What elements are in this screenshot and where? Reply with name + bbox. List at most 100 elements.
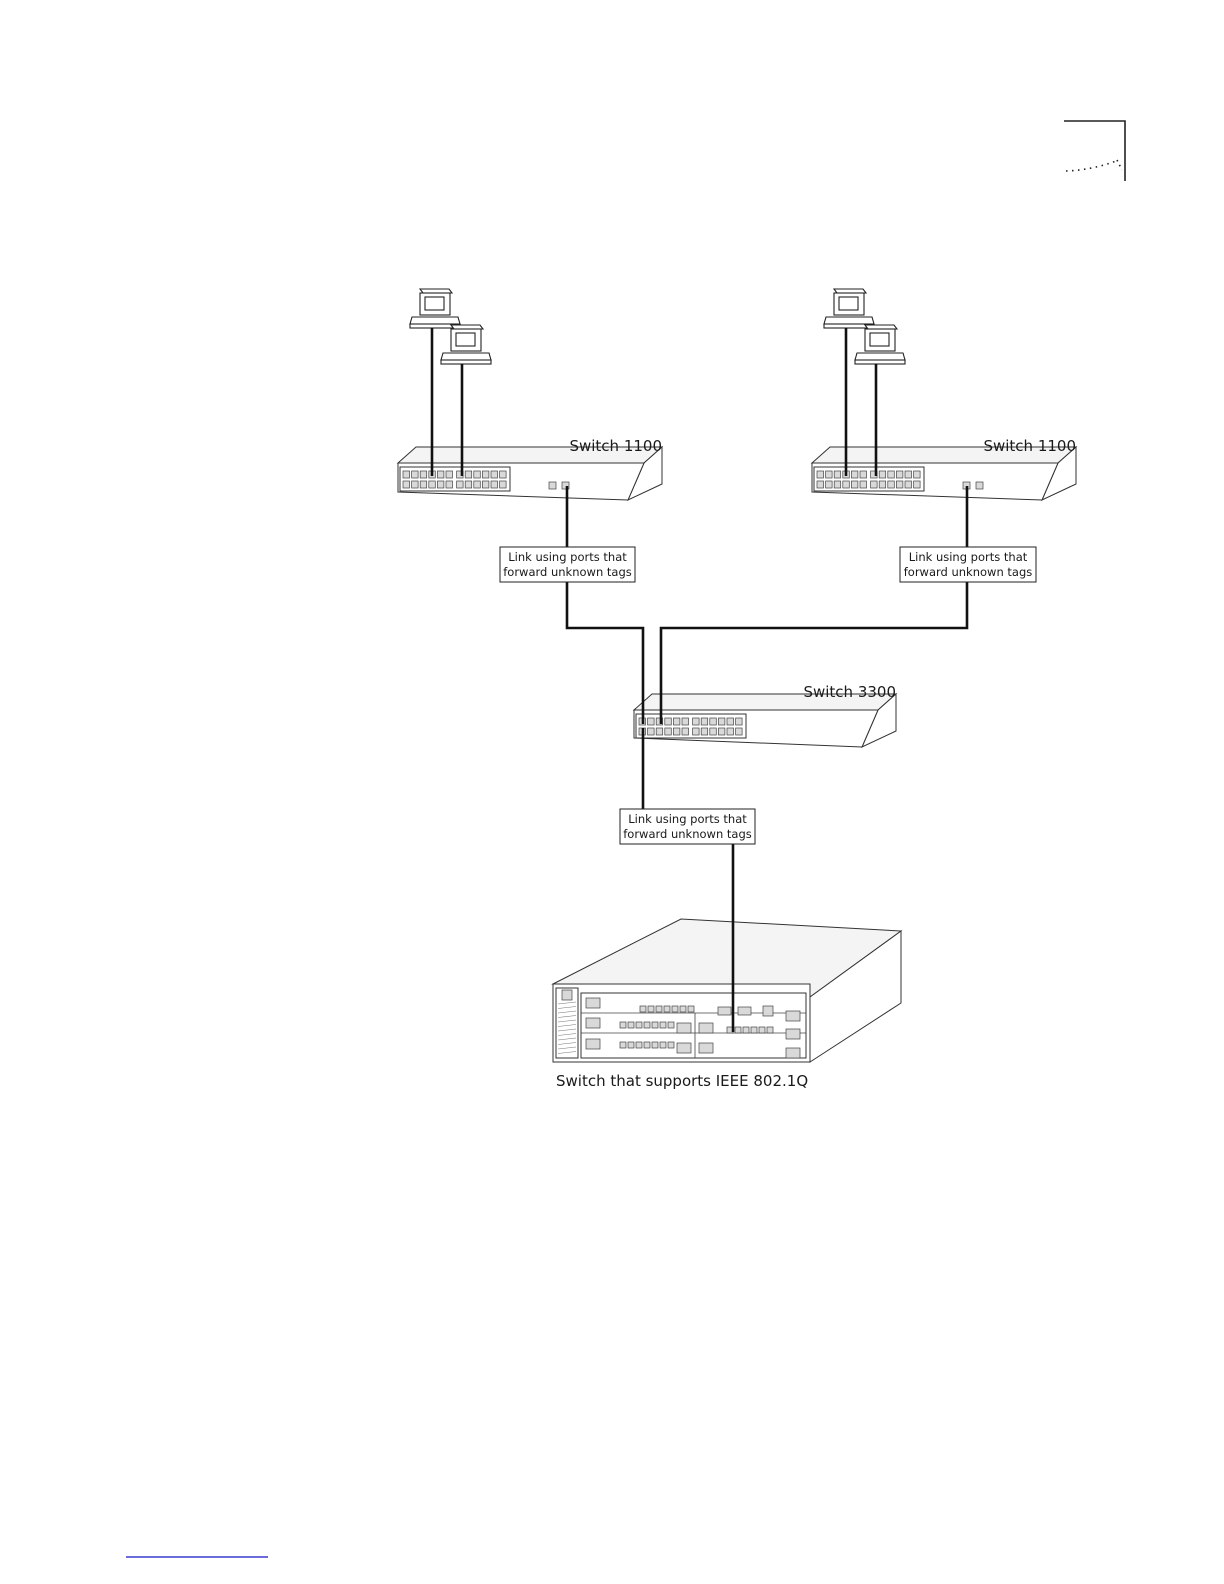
- port: [688, 1006, 694, 1012]
- port: [718, 728, 725, 735]
- port: [648, 728, 655, 735]
- port: [644, 1042, 650, 1048]
- switch-3300-label: Switch 3300: [803, 683, 896, 701]
- port: [648, 1006, 654, 1012]
- port: [665, 718, 672, 725]
- pc-left-1-icon: [410, 289, 460, 328]
- port: [420, 481, 427, 488]
- port: [905, 471, 912, 478]
- chassis-switch: [553, 919, 901, 1062]
- port: [736, 728, 743, 735]
- page-corner-mark: [1064, 121, 1125, 181]
- port: [636, 1022, 642, 1028]
- port: [620, 1042, 626, 1048]
- port: [403, 481, 410, 488]
- port: [673, 728, 680, 735]
- port: [680, 1006, 686, 1012]
- port: [482, 481, 489, 488]
- port: [437, 481, 444, 488]
- port: [446, 481, 453, 488]
- port: [896, 481, 903, 488]
- port: [652, 1042, 658, 1048]
- port: [412, 481, 419, 488]
- port: [628, 1042, 634, 1048]
- port: [682, 728, 689, 735]
- port: [879, 481, 886, 488]
- port: [640, 1006, 646, 1012]
- port: [843, 481, 850, 488]
- port: [636, 1042, 642, 1048]
- port: [500, 471, 507, 478]
- port: [888, 481, 895, 488]
- port: [834, 471, 841, 478]
- port: [693, 728, 700, 735]
- port: [465, 471, 472, 478]
- port: [491, 471, 498, 478]
- port: [767, 1027, 773, 1033]
- port: [896, 471, 903, 478]
- port: [660, 1042, 666, 1048]
- port: [403, 471, 410, 478]
- port: [656, 728, 663, 735]
- port: [834, 481, 841, 488]
- port: [664, 1006, 670, 1012]
- switch-1100-right-label: Switch 1100: [983, 437, 1076, 455]
- chassis-label: Switch that supports IEEE 802.1Q: [556, 1072, 808, 1090]
- port: [668, 1042, 674, 1048]
- port: [914, 471, 921, 478]
- port: [826, 481, 833, 488]
- svg-text:forward unknown tags: forward unknown tags: [623, 827, 752, 841]
- port: [759, 1027, 765, 1033]
- port: [817, 481, 824, 488]
- port: [673, 718, 680, 725]
- port: [710, 718, 717, 725]
- port: [672, 1006, 678, 1012]
- port: [860, 481, 867, 488]
- port: [727, 718, 734, 725]
- port: [465, 481, 472, 488]
- link-label-left: Link using ports that forward unknown ta…: [500, 547, 635, 582]
- port: [736, 718, 743, 725]
- pc-right-1-icon: [824, 289, 874, 328]
- port: [871, 481, 878, 488]
- port: [879, 471, 886, 478]
- svg-text:Link using ports that: Link using ports that: [628, 812, 747, 826]
- svg-text:Link using ports that: Link using ports that: [909, 550, 1028, 564]
- port: [914, 481, 921, 488]
- port: [474, 471, 481, 478]
- port: [665, 728, 672, 735]
- port: [817, 471, 824, 478]
- port: [412, 471, 419, 478]
- port: [652, 1022, 658, 1028]
- port: [474, 481, 481, 488]
- port: [743, 1027, 749, 1033]
- port: [710, 728, 717, 735]
- pc-left-2-icon: [441, 325, 491, 364]
- port: [693, 718, 700, 725]
- port: [482, 471, 489, 478]
- switch-1100-left-label: Switch 1100: [569, 437, 662, 455]
- port: [905, 481, 912, 488]
- port: [644, 1022, 650, 1028]
- port: [851, 471, 858, 478]
- port: [437, 471, 444, 478]
- port: [751, 1027, 757, 1033]
- svg-text:forward unknown tags: forward unknown tags: [503, 565, 632, 579]
- port: [628, 1022, 634, 1028]
- port: [701, 728, 708, 735]
- port: [500, 481, 507, 488]
- port: [851, 481, 858, 488]
- port: [457, 481, 464, 488]
- port: [648, 718, 655, 725]
- port: [682, 718, 689, 725]
- svg-text:Link using ports that: Link using ports that: [508, 550, 627, 564]
- port: [429, 481, 436, 488]
- port: [446, 471, 453, 478]
- port: [656, 1006, 662, 1012]
- port: [420, 471, 427, 478]
- port: [735, 1027, 741, 1033]
- link-label-right: Link using ports that forward unknown ta…: [900, 547, 1036, 582]
- pc-right-2-icon: [855, 325, 905, 364]
- port: [701, 718, 708, 725]
